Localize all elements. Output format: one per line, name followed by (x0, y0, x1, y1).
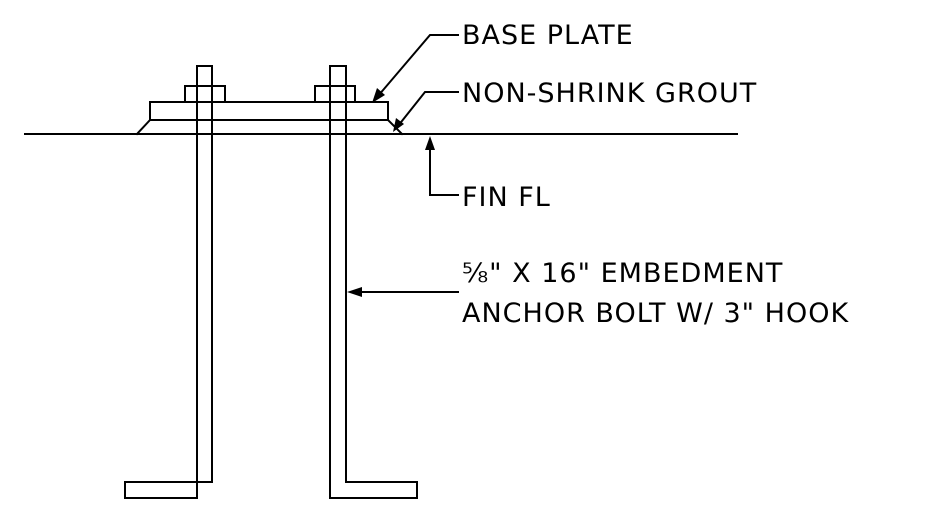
floor-arrowhead (425, 136, 435, 150)
label-bolt-desc: ANCHOR BOLT W/ 3" HOOK (462, 298, 849, 329)
nut-right (314, 85, 356, 103)
nut-left (184, 85, 226, 103)
grout-left (135, 118, 152, 136)
label-grout: NON-SHRINK GROUT (462, 78, 757, 109)
grout-leader (396, 91, 459, 128)
label-base-plate: BASE PLATE (462, 20, 634, 51)
bolt-left (124, 65, 213, 499)
label-bolt-size: ⅝" X 16" EMBEDMENT (462, 258, 783, 289)
base-plate-leader (376, 34, 459, 98)
floor-leader (429, 145, 459, 196)
bolt-right (329, 65, 418, 499)
bolt-arrowhead (347, 287, 362, 297)
grout-arrowhead (393, 118, 404, 132)
label-floor: FIN FL (462, 182, 551, 213)
base-plate-arrowhead (372, 88, 385, 103)
base-plate (149, 101, 389, 121)
